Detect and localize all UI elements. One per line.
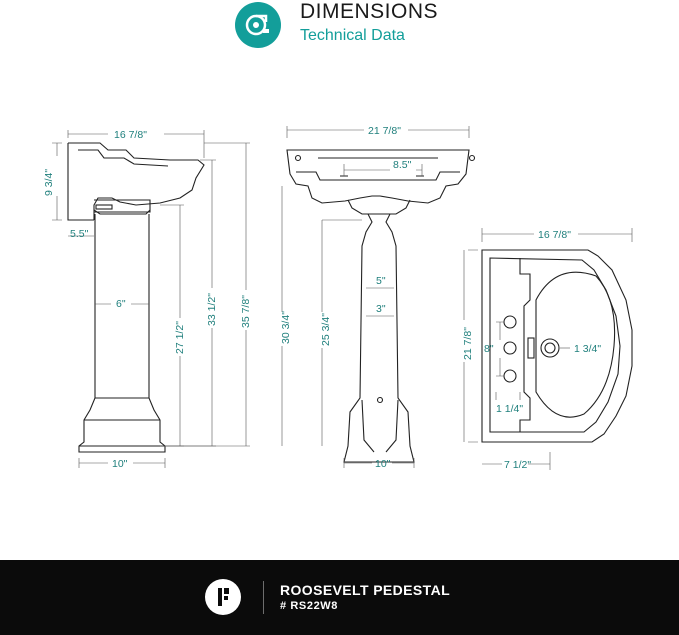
header: DIMENSIONS Technical Data [0, 0, 679, 60]
front-faucet-spread-label: 8.5" [393, 159, 412, 171]
front-bowl-bottom-height-label: 25 3/4" [320, 313, 332, 346]
side-column-width-label: 6" [116, 298, 126, 310]
top-hole-spread-label: 8" [484, 343, 494, 355]
product-sku: # RS22W8 [280, 600, 338, 612]
front-overall-height-label: 30 3/4" [280, 311, 292, 344]
front-column-upper-label: 5" [376, 275, 386, 287]
product-name: ROOSEVELT PEDESTAL [280, 582, 451, 598]
top-width-label: 21 7/8" [462, 327, 474, 360]
side-total-height-label: 35 7/8" [240, 295, 252, 328]
top-drain-diameter-label: 1 3/4" [574, 343, 601, 355]
footer-divider [263, 581, 264, 614]
side-base-width-label: 10" [112, 458, 128, 470]
top-drain-offset-label: 7 1/2" [504, 459, 531, 471]
side-faucet-offset-label: 5.5" [70, 228, 89, 240]
top-hole-offset-label: 1 1/4" [496, 403, 523, 415]
side-bowl-height-label: 9 3/4" [43, 169, 55, 196]
dimension-labels: 16 7/8" 9 3/4" 5.5" 6" 10" 27 1/2" 33 1/… [43, 125, 601, 471]
side-top-width-label: 16 7/8" [114, 129, 147, 141]
side-rim-height-label: 33 1/2" [206, 293, 218, 326]
front-top-width-label: 21 7/8" [368, 125, 401, 137]
dimension-lines [52, 126, 633, 470]
technical-drawing: 16 7/8" 9 3/4" 5.5" 6" 10" 27 1/2" 33 1/… [43, 125, 633, 471]
page-title: DIMENSIONS [300, 0, 439, 23]
sink-outlines [67, 142, 633, 463]
front-view-outline [286, 149, 476, 463]
side-view-outline [67, 142, 205, 453]
brand-logo-icon [205, 579, 241, 615]
page-subtitle: Technical Data [300, 27, 405, 44]
top-view-outline [481, 249, 633, 443]
footer-banner: ROOSEVELT PEDESTAL # RS22W8 [0, 560, 679, 635]
side-bowl-bottom-height-label: 27 1/2" [174, 321, 186, 354]
front-column-lower-label: 3" [376, 303, 386, 315]
tape-measure-icon [235, 2, 281, 48]
front-base-width-label: 10" [375, 458, 391, 470]
top-depth-label: 16 7/8" [538, 229, 571, 241]
